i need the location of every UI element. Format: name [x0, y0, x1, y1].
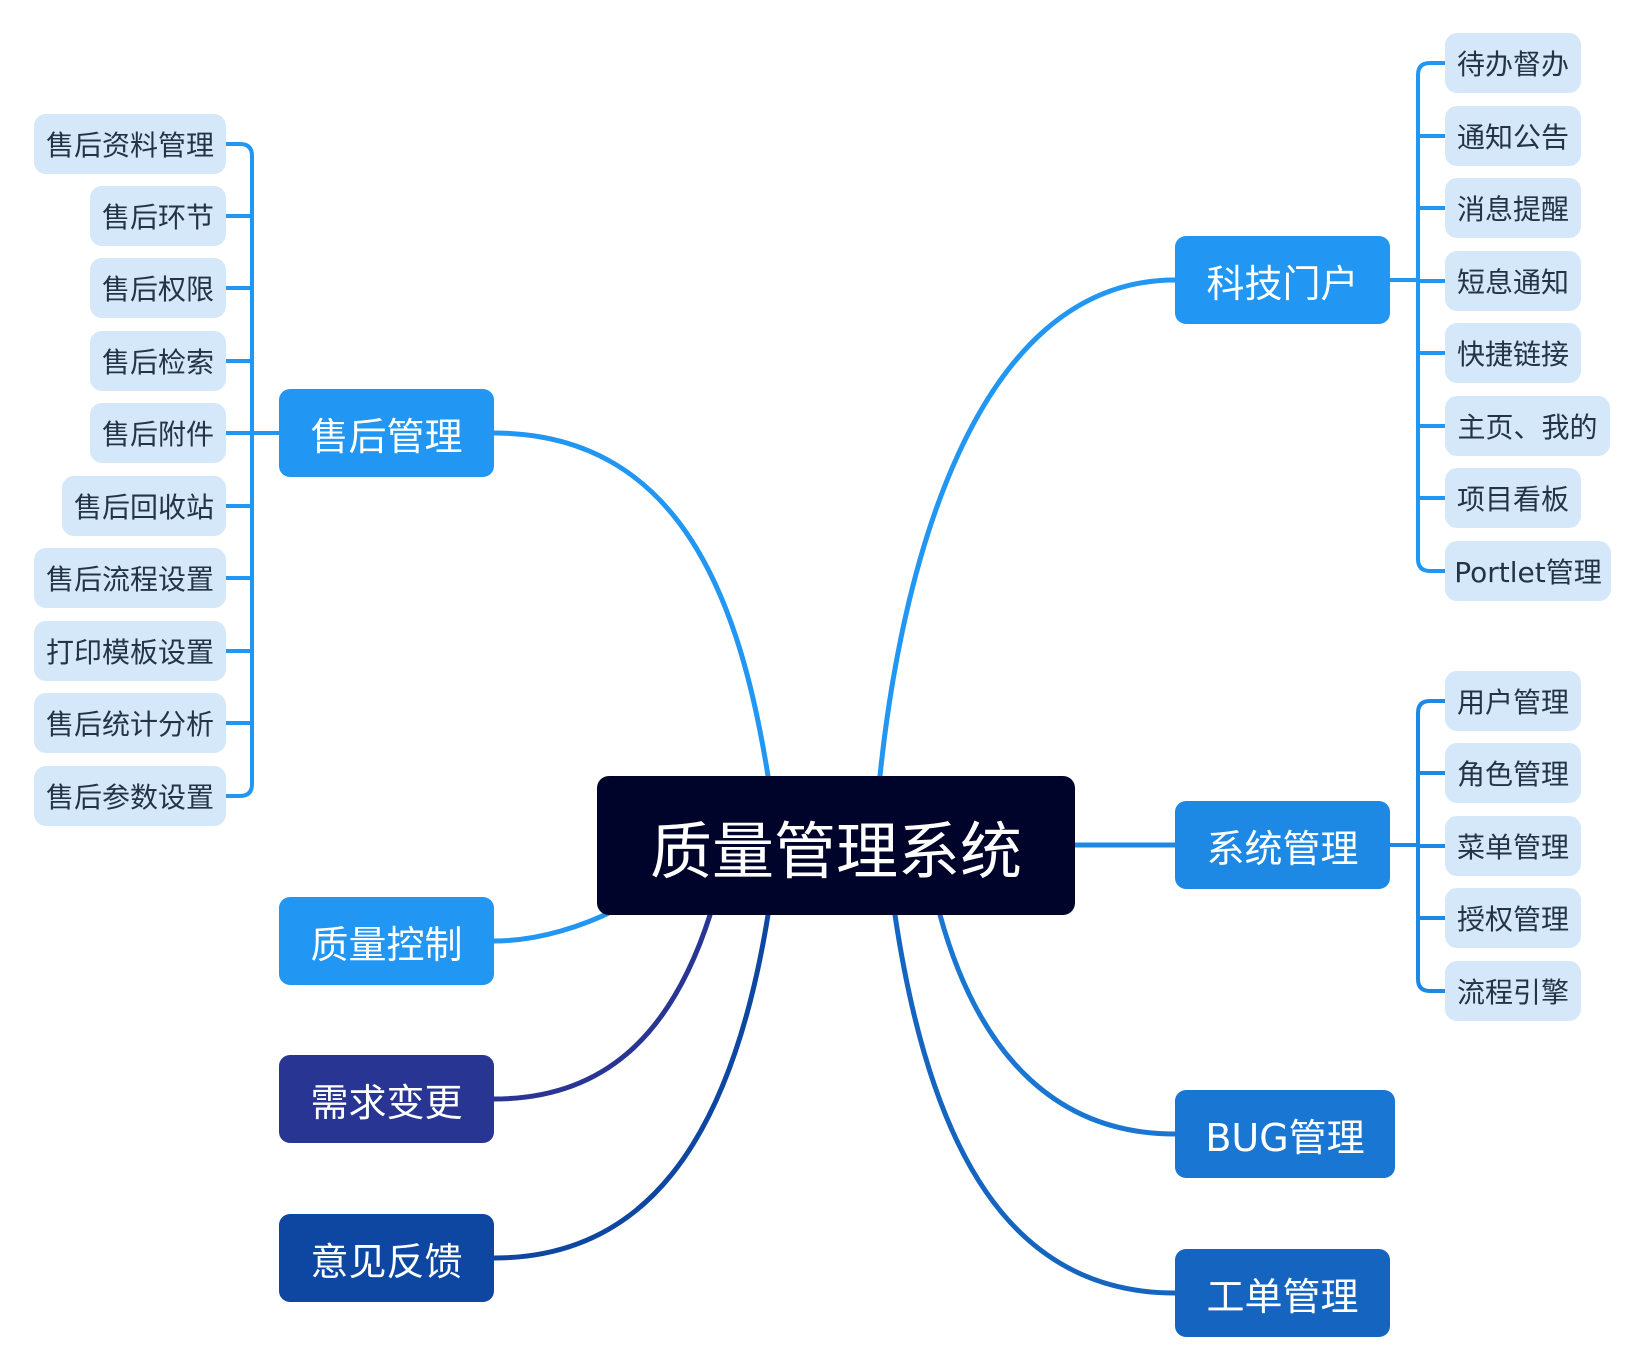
leaf-menu-management[interactable]: 菜单管理 [1445, 816, 1581, 876]
leaf-label: 通知公告 [1456, 121, 1569, 154]
leaf-label: 售后流程设置 [45, 563, 214, 596]
leaf-after-sales-permissions[interactable]: 售后权限 [90, 258, 226, 318]
leaf-label: 短息通知 [1456, 266, 1569, 299]
leaf-label: 主页、我的 [1457, 411, 1598, 444]
leaf-sms-notifications[interactable]: 短息通知 [1445, 251, 1581, 311]
leaf-label: 待办督办 [1456, 48, 1569, 81]
leaf-todo-supervision[interactable]: 待办督办 [1445, 33, 1581, 93]
leaf-notices[interactable]: 通知公告 [1445, 106, 1581, 166]
leaf-quick-links[interactable]: 快捷链接 [1445, 323, 1581, 383]
leaf-role-management[interactable]: 角色管理 [1445, 743, 1581, 803]
branch-label: 系统管理 [1206, 826, 1359, 871]
connector-after-sales [491, 430, 771, 779]
leaf-label: 菜单管理 [1456, 831, 1569, 864]
branch-after-sales[interactable]: 售后管理 [279, 389, 494, 477]
branch-label: 售后管理 [310, 414, 463, 459]
leaf-project-board[interactable]: 项目看板 [1445, 468, 1581, 528]
leaf-label: 流程引擎 [1456, 976, 1569, 1009]
leaf-after-sales-search[interactable]: 售后检索 [90, 331, 226, 391]
branch-label: 科技门户 [1206, 261, 1359, 306]
leaf-home-mine[interactable]: 主页、我的 [1445, 396, 1610, 456]
leaf-label: 用户管理 [1456, 686, 1569, 719]
leaf-message-reminders[interactable]: 消息提醒 [1445, 178, 1581, 238]
branch-work-order-management[interactable]: 工单管理 [1175, 1249, 1390, 1337]
branch-label: 意见反馈 [310, 1239, 463, 1284]
leaf-after-sales-statistics[interactable]: 售后统计分析 [34, 693, 226, 753]
leaf-label: 售后检索 [101, 346, 214, 379]
leaf-user-management[interactable]: 用户管理 [1445, 671, 1581, 731]
leaf-after-sales-stages[interactable]: 售后环节 [90, 186, 226, 246]
leaf-print-template-settings[interactable]: 打印模板设置 [34, 621, 226, 681]
branch-label: 质量控制 [310, 922, 463, 967]
branch-quality-control[interactable]: 质量控制 [279, 897, 494, 985]
leaf-label: 售后统计分析 [45, 708, 214, 741]
leaf-label: 项目看板 [1456, 483, 1569, 516]
leaf-label: 售后参数设置 [45, 781, 214, 814]
leaf-label: 售后资料管理 [45, 129, 214, 162]
leaf-label: 售后环节 [101, 201, 214, 234]
connector-quality-control [491, 907, 618, 944]
leaf-after-sales-workflow-settings[interactable]: 售后流程设置 [34, 548, 226, 608]
connector-requirement-change [491, 912, 713, 1102]
leaf-label: Portlet管理 [1454, 556, 1602, 589]
leaf-label: 售后回收站 [73, 491, 214, 524]
branch-tech-portal[interactable]: 科技门户 [1175, 236, 1390, 324]
connector-tech-portal [877, 277, 1178, 779]
leaf-label: 售后权限 [101, 273, 214, 306]
leaf-label: 快捷链接 [1456, 338, 1569, 371]
connector-work-order-management [892, 912, 1178, 1296]
leaf-after-sales-recycle-bin[interactable]: 售后回收站 [62, 476, 226, 536]
leaf-authorization-management[interactable]: 授权管理 [1445, 888, 1581, 948]
leaf-label: 售后附件 [101, 418, 214, 451]
leaf-label: 角色管理 [1456, 758, 1569, 791]
connector-bug-management [937, 912, 1178, 1137]
root-node[interactable]: 质量管理系统 [597, 776, 1075, 915]
leaf-workflow-engine[interactable]: 流程引擎 [1445, 961, 1581, 1021]
bracket-after-sales [224, 142, 254, 798]
leaf-after-sales-attachments[interactable]: 售后附件 [90, 403, 226, 463]
branch-feedback[interactable]: 意见反馈 [279, 1214, 494, 1302]
leaf-after-sales-materials[interactable]: 售后资料管理 [34, 114, 226, 174]
bracket-tech-portal [1416, 61, 1447, 573]
branch-system-management[interactable]: 系统管理 [1175, 801, 1390, 889]
branch-label: BUG管理 [1205, 1115, 1365, 1160]
branch-requirement-change[interactable]: 需求变更 [279, 1055, 494, 1143]
root-label: 质量管理系统 [649, 814, 1022, 888]
leaf-portlet-management[interactable]: Portlet管理 [1445, 541, 1611, 601]
leaf-label: 消息提醒 [1456, 193, 1569, 226]
leaf-label: 打印模板设置 [45, 636, 214, 669]
branch-label: 需求变更 [310, 1080, 463, 1125]
connector-feedback [491, 912, 771, 1261]
leaf-after-sales-parameter-settings[interactable]: 售后参数设置 [34, 766, 226, 826]
branch-label: 工单管理 [1206, 1274, 1359, 1319]
branch-bug-management[interactable]: BUG管理 [1175, 1090, 1395, 1178]
leaf-label: 授权管理 [1456, 903, 1569, 936]
